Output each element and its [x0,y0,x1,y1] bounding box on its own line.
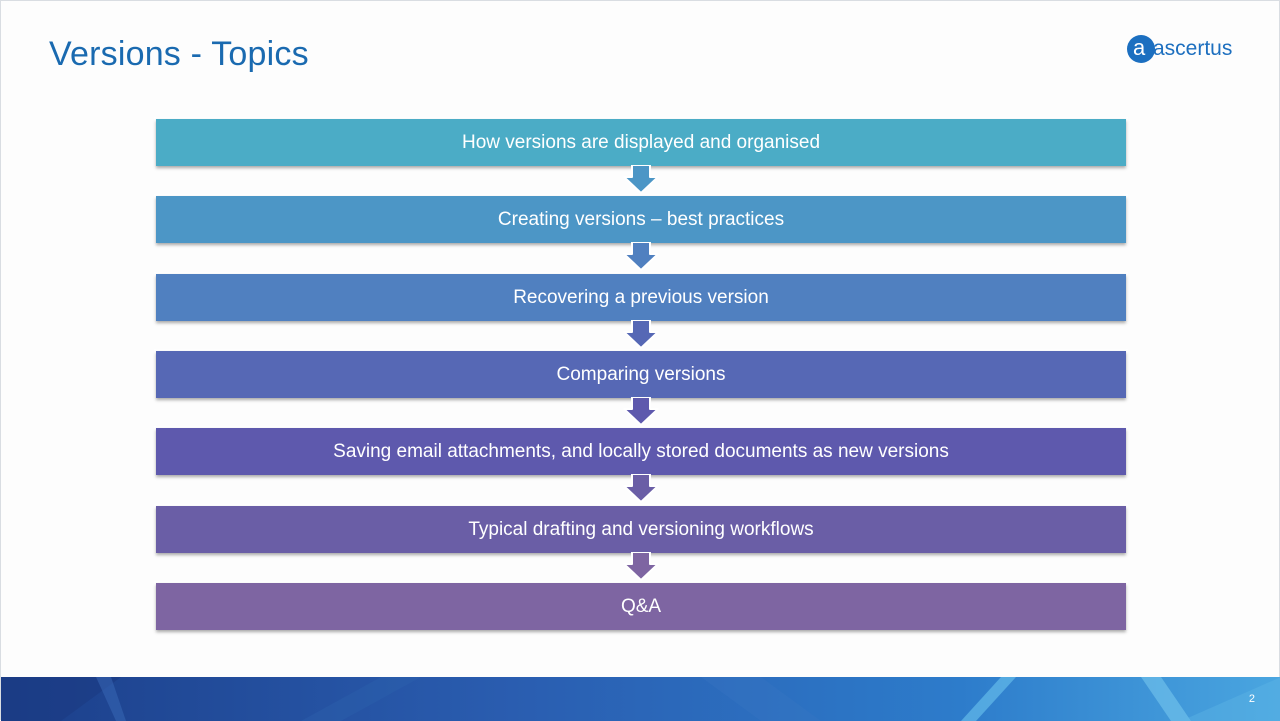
flow-step: Creating versions – best practices [156,196,1126,243]
page-number: 2 [1248,693,1255,705]
logo-mark-letter: a [1133,35,1146,60]
down-arrow-icon [623,552,659,581]
ascertus-logo: a ascertus [1127,33,1232,65]
flow-step: Comparing versions [156,351,1126,398]
logo-text: ascertus [1153,37,1233,60]
footer-band: 2 [1,677,1280,721]
slide-title: Versions - Topics [49,35,309,73]
flow-step: Recovering a previous version [156,274,1126,321]
down-arrow-icon [623,165,659,194]
down-arrow-icon [623,320,659,349]
down-arrow-icon [623,474,659,503]
footer-pattern [1,677,1280,721]
down-arrow-icon [623,242,659,271]
flow-step: How versions are displayed and organised [156,119,1126,166]
flow-step: Saving email attachments, and locally st… [156,428,1126,475]
flow-step: Q&A [156,583,1126,630]
down-arrow-icon [623,397,659,426]
flow-step: Typical drafting and versioning workflow… [156,506,1126,553]
logo-mark-icon: a [1127,35,1155,63]
